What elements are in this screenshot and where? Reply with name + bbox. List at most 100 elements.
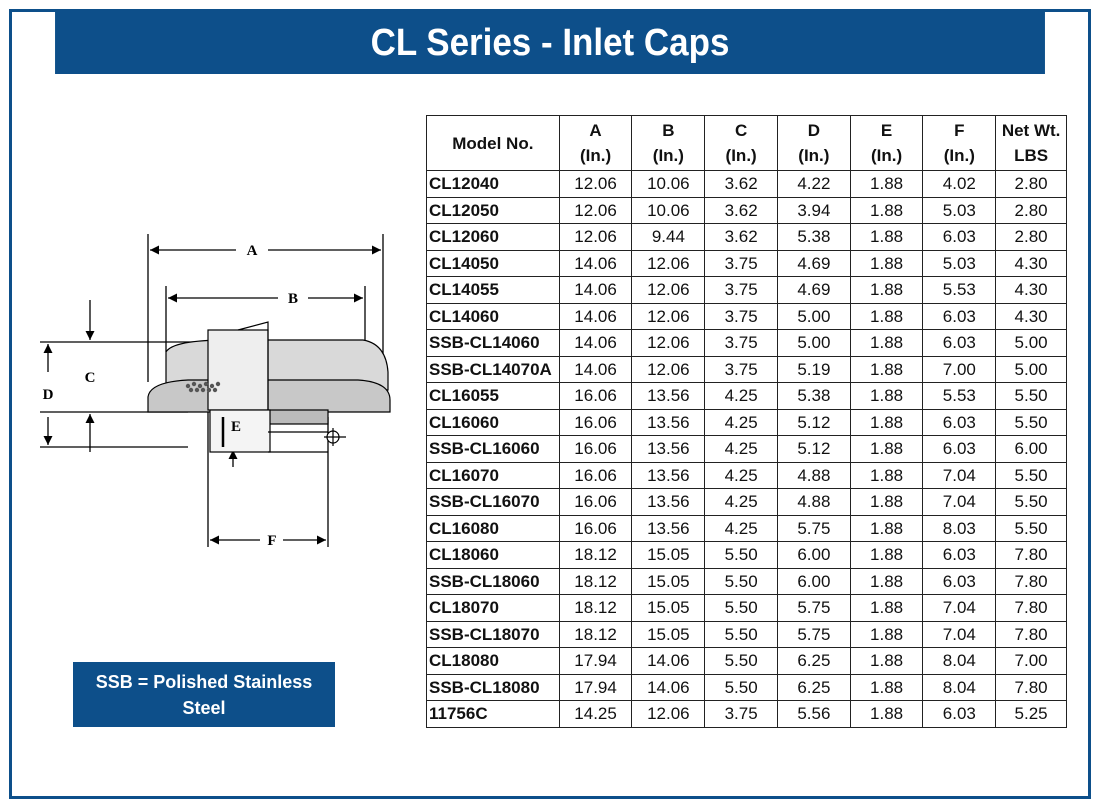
cell-net-wt: 5.50 [995,382,1067,410]
cell-model: CL14050 [426,249,560,277]
cell-c: 3.62 [704,196,778,224]
cell-e: 1.88 [849,461,924,489]
cell-a: 16.06 [558,514,633,542]
table-header-row: Model No. A(In.) B(In.) C(In.) D(In.) E(… [426,115,1067,171]
cell-c: 5.50 [704,567,778,595]
cell-net-wt: 7.80 [995,567,1067,595]
dim-label-a: A [247,243,258,259]
cell-e: 1.88 [849,382,924,410]
cell-f: 6.03 [922,435,997,463]
cell-b: 15.05 [631,594,706,622]
cell-a: 17.94 [558,673,633,701]
cell-a: 14.25 [558,700,633,728]
cell-model: SSB-CL16070 [426,488,560,516]
cell-net-wt: 7.80 [995,594,1067,622]
cell-f: 7.04 [922,488,997,516]
cell-net-wt: 7.80 [995,541,1067,569]
cell-b: 15.05 [631,541,706,569]
cell-a: 14.06 [558,249,633,277]
cell-e: 1.88 [849,355,924,383]
cell-b: 12.06 [631,249,706,277]
cell-c: 3.62 [704,170,778,198]
cell-d: 6.25 [777,647,851,675]
cell-a: 14.06 [558,355,633,383]
cell-model: SSB-CL14060 [426,329,560,357]
cell-e: 1.88 [849,435,924,463]
cell-d: 4.22 [777,170,851,198]
cell-f: 7.04 [922,594,997,622]
cell-b: 13.56 [631,408,706,436]
cell-model: SSB-CL16060 [426,435,560,463]
cell-e: 1.88 [849,196,924,224]
cell-model: SSB-CL18080 [426,673,560,701]
cell-e: 1.88 [849,223,924,251]
cell-net-wt: 4.30 [995,276,1067,304]
cell-net-wt: 2.80 [995,223,1067,251]
dim-label-f: F [267,533,276,549]
cell-e: 1.88 [849,514,924,542]
cell-c: 5.50 [704,647,778,675]
cell-net-wt: 4.30 [995,249,1067,277]
cell-e: 1.88 [849,249,924,277]
cell-a: 12.06 [558,223,633,251]
cell-c: 3.75 [704,276,778,304]
cell-net-wt: 7.00 [995,647,1067,675]
cell-c: 3.75 [704,329,778,357]
cell-d: 4.69 [777,276,851,304]
cell-model: CL18080 [426,647,560,675]
inlet-cap-diagram: A B C D E F [40,234,391,549]
cell-b: 13.56 [631,488,706,516]
cell-model: SSB-CL18070 [426,620,560,648]
cell-a: 16.06 [558,488,633,516]
cell-b: 12.06 [631,302,706,330]
cell-b: 15.05 [631,567,706,595]
header-net-wt: Net Wt.LBS [995,115,1067,171]
cell-d: 6.25 [777,673,851,701]
cell-f: 6.03 [922,700,997,728]
cell-b: 15.05 [631,620,706,648]
header-e: E(In.) [849,115,924,171]
header-b: B(In.) [631,115,706,171]
cell-model: CL14055 [426,276,560,304]
cell-model: CL16070 [426,461,560,489]
header-f: F(In.) [922,115,997,171]
cell-c: 3.75 [704,355,778,383]
cell-e: 1.88 [849,302,924,330]
header-a: A(In.) [558,115,633,171]
cell-a: 16.06 [558,435,633,463]
page-title: CL Series - Inlet Caps [55,12,1045,74]
cell-d: 5.75 [777,620,851,648]
cell-net-wt: 2.80 [995,170,1067,198]
cell-f: 8.03 [922,514,997,542]
cell-model: CL16060 [426,408,560,436]
cell-a: 12.06 [558,196,633,224]
cell-a: 18.12 [558,620,633,648]
dim-label-e: E [231,419,241,435]
cell-e: 1.88 [849,408,924,436]
cell-net-wt: 5.50 [995,488,1067,516]
cell-f: 6.03 [922,223,997,251]
cell-d: 6.00 [777,567,851,595]
cell-b: 10.06 [631,196,706,224]
cell-model: CL12050 [426,196,560,224]
cell-b: 13.56 [631,435,706,463]
cell-b: 13.56 [631,382,706,410]
cell-f: 6.03 [922,329,997,357]
cell-f: 4.02 [922,170,997,198]
header-d: D(In.) [777,115,851,171]
cell-b: 10.06 [631,170,706,198]
cell-d: 4.88 [777,488,851,516]
cell-c: 5.50 [704,541,778,569]
cell-c: 5.50 [704,673,778,701]
cell-e: 1.88 [849,567,924,595]
dim-label-d: D [43,387,54,403]
